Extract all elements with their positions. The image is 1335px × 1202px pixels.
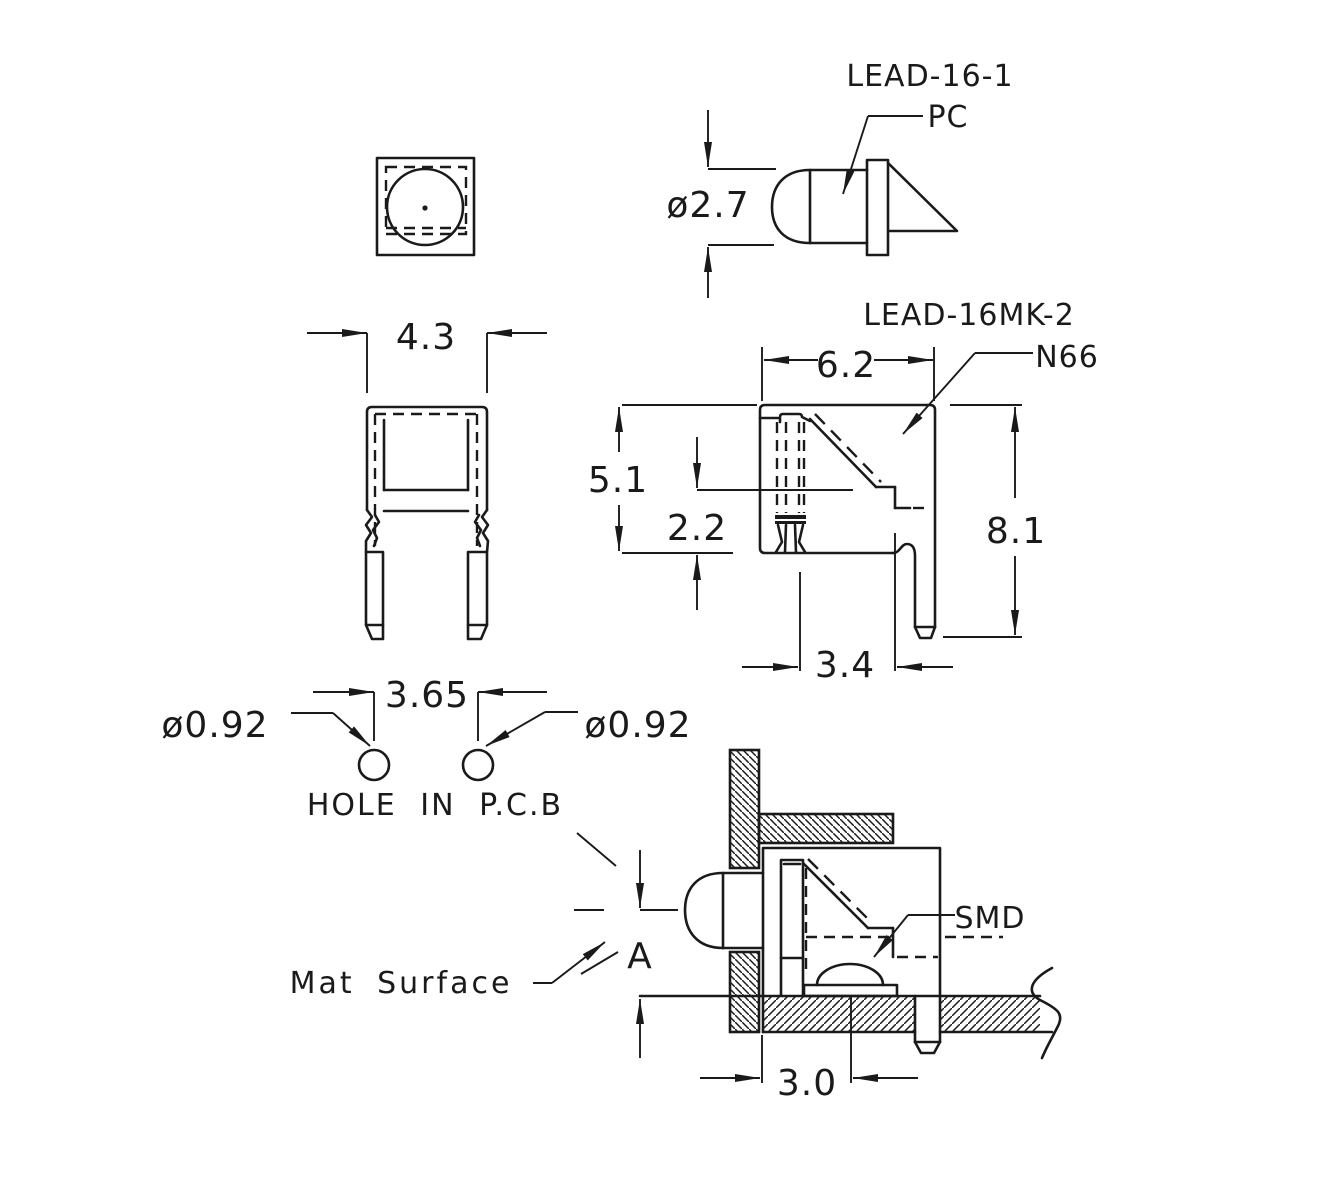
pcb-section-left <box>763 997 915 1032</box>
lens-face-view <box>375 156 476 257</box>
n66-leader <box>902 352 976 435</box>
lens-dome <box>770 168 812 245</box>
part-label-lead-16mk-2: LEAD-16MK-2 <box>863 298 1075 333</box>
ray-point-label: A <box>627 936 653 977</box>
smd-leader <box>873 914 909 958</box>
pcb-hole-right <box>461 748 495 782</box>
front-panel-lower <box>728 950 761 1034</box>
hole-in-pcb-label: HOLE IN P.C.B <box>307 788 563 823</box>
center-mark <box>422 205 428 211</box>
clip-front-view: 4.3 <box>307 317 547 641</box>
mat-surface-label: Mat Surface <box>290 966 513 1001</box>
dim-clip-width: 4.3 <box>396 317 456 358</box>
dim-smd-offset: 3.0 <box>777 1063 837 1104</box>
dim-body-width: 6.2 <box>816 345 876 386</box>
assembly-section-view: SMD 3.0 A Mat Surface <box>290 748 1062 1104</box>
dim-hole-right-diameter: ø0.92 <box>584 705 691 746</box>
panel-flange-bar <box>757 812 895 845</box>
light-ray-upper <box>576 832 617 867</box>
material-label-pc: PC <box>927 100 968 135</box>
lens-holder-outline <box>375 156 476 257</box>
reflector-face <box>808 417 878 489</box>
lead-16-1-view: LEAD-16-1 PC ø2.7 <box>666 59 1013 298</box>
pcb-break-line <box>1030 966 1062 1060</box>
assembly-body-outline <box>761 846 942 999</box>
dim-lens-diameter: ø2.7 <box>666 185 749 226</box>
assembly-reflector-face <box>801 861 870 930</box>
front-panel-upper <box>728 748 761 870</box>
mat-surface-leader <box>551 941 606 984</box>
dim-hole-left-diameter: ø0.92 <box>161 705 268 746</box>
clip-head-outline <box>365 405 489 512</box>
pcb-section-right <box>940 997 1040 1032</box>
dim-hole-pitch: 3.65 <box>385 675 469 716</box>
pcb-hole-left <box>357 748 391 782</box>
smd-led-dome <box>815 962 885 987</box>
left-leg <box>364 550 385 641</box>
lens-cone <box>886 161 959 233</box>
lead-pin <box>891 542 917 629</box>
part-label-lead-16-1: LEAD-16-1 <box>846 59 1013 94</box>
right-leg <box>466 550 489 641</box>
dim-window-height: 2.2 <box>667 508 727 549</box>
material-label-n66: N66 <box>1035 340 1099 375</box>
dim-lead-span: 3.4 <box>815 645 875 686</box>
pcb-holes-view: ø0.92 ø0.92 3.65 HOLE IN P.C.B <box>161 675 691 823</box>
lens-circle <box>385 167 465 247</box>
assembly-lens-dome <box>683 871 725 950</box>
lens-flange <box>865 158 890 257</box>
light-ray-lower <box>580 951 619 975</box>
hidden-inner-square <box>384 165 468 236</box>
body-outline <box>758 403 937 629</box>
smd-led-base <box>802 983 899 998</box>
assembly-led-channel <box>779 858 805 960</box>
smd-label: SMD <box>954 901 1025 936</box>
dim-overall-height: 8.1 <box>986 511 1046 552</box>
led-seat <box>775 515 806 519</box>
pc-leader <box>842 115 869 195</box>
dim-body-upper-height: 5.1 <box>588 460 648 501</box>
lead-16mk-2-view: LEAD-16MK-2 N66 6.2 5.1 2.2 8.1 3.4 <box>588 298 1099 686</box>
